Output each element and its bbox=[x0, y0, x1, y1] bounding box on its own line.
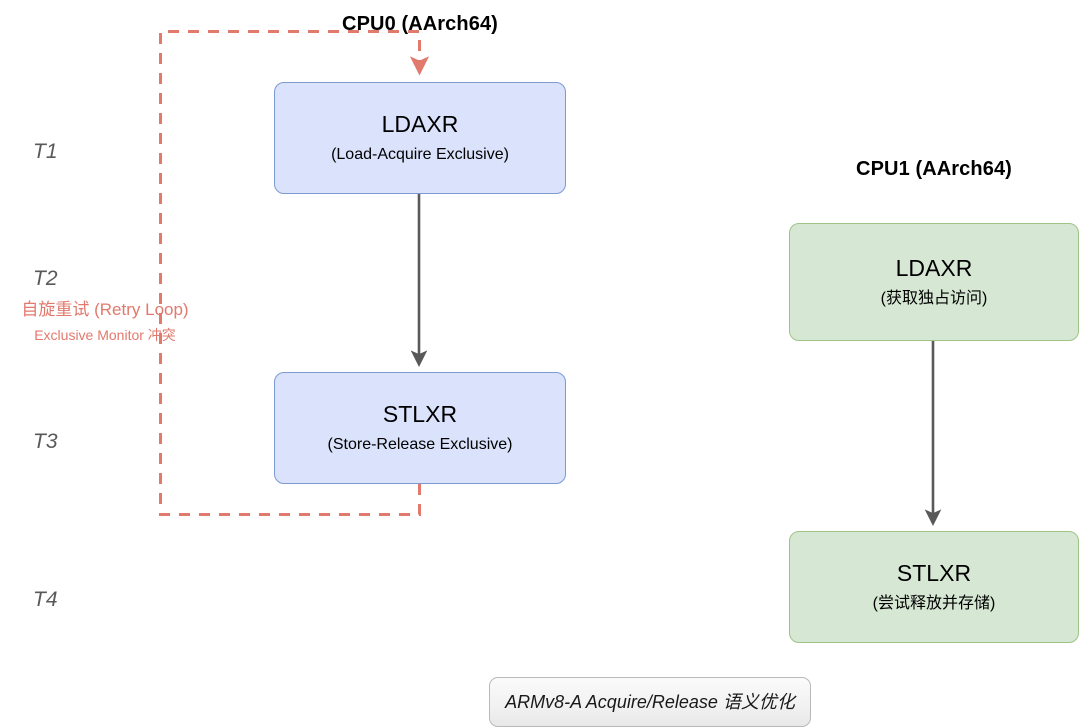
timeline-label-t4: T4 bbox=[33, 588, 58, 611]
timeline-label-t3: T3 bbox=[33, 430, 58, 453]
retry-loop-annotation-sub: Exclusive Monitor 冲突 bbox=[34, 327, 176, 343]
node-cpu1-stlxr-subtitle: (尝试释放并存储) bbox=[872, 595, 996, 612]
node-cpu1-ldaxr[interactable]: LDAXR (获取独占访问) bbox=[789, 223, 1079, 341]
node-cpu1-stlxr[interactable]: STLXR (尝试释放并存储) bbox=[789, 531, 1079, 643]
cpu1-column-title: CPU1 (AArch64) bbox=[856, 158, 1012, 180]
node-cpu1-ldaxr-title: LDAXR bbox=[895, 255, 973, 281]
timeline-label-t1: T1 bbox=[33, 140, 58, 163]
node-cpu0-stlxr[interactable]: STLXR (Store-Release Exclusive) bbox=[274, 372, 566, 484]
node-cpu0-stlxr-subtitle: (Store-Release Exclusive) bbox=[327, 436, 513, 453]
node-cpu1-ldaxr-subtitle: (获取独占访问) bbox=[880, 290, 988, 307]
node-cpu0-ldaxr-title: LDAXR bbox=[381, 111, 459, 137]
node-cpu1-stlxr-title: STLXR bbox=[896, 560, 972, 586]
retry-loop-annotation-main: 自旋重试 (Retry Loop) bbox=[21, 300, 189, 319]
diagram-caption: ARMv8-A Acquire/Release 语义优化 bbox=[489, 677, 811, 727]
node-cpu0-ldaxr-subtitle: (Load-Acquire Exclusive) bbox=[331, 146, 509, 163]
node-cpu0-ldaxr[interactable]: LDAXR (Load-Acquire Exclusive) bbox=[274, 82, 566, 194]
cpu0-column-title: CPU0 (AArch64) bbox=[342, 13, 498, 35]
retry-loop-annotation: 自旋重试 (Retry Loop) Exclusive Monitor 冲突 bbox=[0, 298, 210, 345]
timeline-label-t2: T2 bbox=[33, 267, 58, 290]
node-cpu0-stlxr-title: STLXR bbox=[382, 401, 458, 427]
